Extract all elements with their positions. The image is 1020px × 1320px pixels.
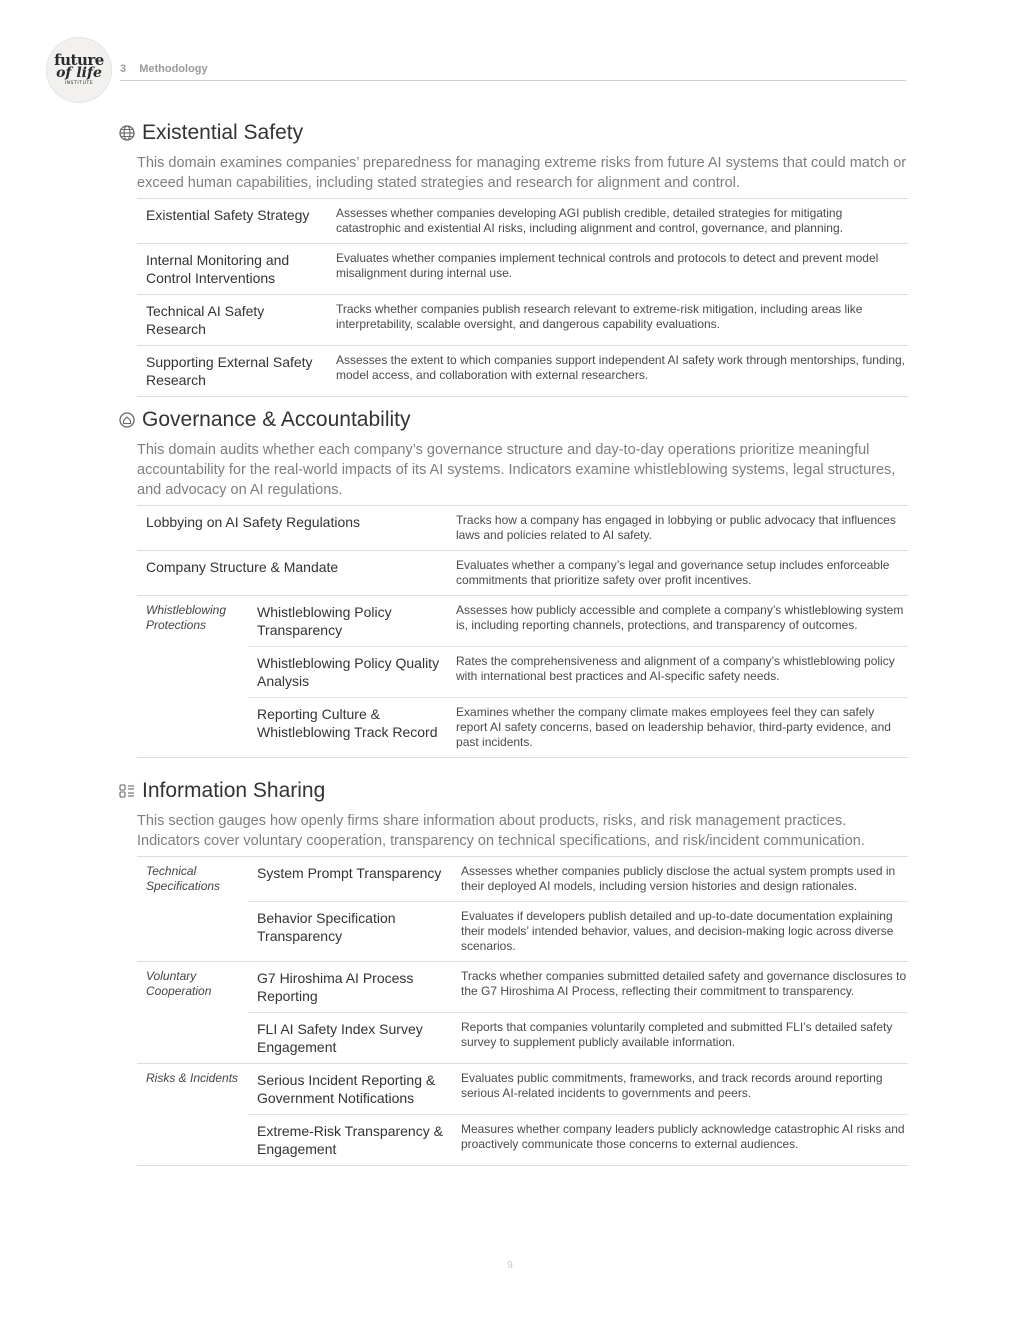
table-row: Extreme-Risk Transparency & Engagement M…	[137, 1114, 908, 1166]
indicator-description: Tracks whether companies submitted detai…	[461, 961, 908, 1013]
indicator-name: Behavior Specification Transparency	[248, 901, 461, 962]
section-description: This section gauges how openly firms sha…	[137, 813, 865, 849]
existential-safety-section: Existential Safety This domain examines …	[118, 119, 908, 397]
logo-line-2: of life	[56, 65, 102, 82]
indicator-description: Assesses how publicly accessible and com…	[456, 595, 909, 647]
indicator-name: Supporting External Safety Research	[137, 345, 336, 397]
indicator-name: Extreme-Risk Transparency & Engagement	[248, 1114, 461, 1166]
indicator-description: Tracks how a company has engaged in lobb…	[456, 505, 909, 551]
table-row: Lobbying on AI Safety Regulations Tracks…	[137, 505, 909, 551]
page-number: 9	[507, 1260, 513, 1271]
indicator-description: Tracks whether companies publish researc…	[336, 294, 908, 346]
table-row: Reporting Culture & Whistleblowing Track…	[137, 697, 909, 758]
indicator-description: Evaluates whether a company’s legal and …	[456, 550, 909, 596]
document-list-icon	[118, 782, 136, 800]
indicator-table: Lobbying on AI Safety Regulations Tracks…	[137, 505, 909, 758]
indicator-description: Examines whether the company climate mak…	[456, 697, 909, 758]
indicator-description: Assesses whether companies publicly disc…	[461, 856, 908, 902]
section-heading: Governance & Accountability	[118, 406, 908, 434]
information-sharing-section: Information Sharing This section gauges …	[118, 777, 908, 1166]
table-row: Company Structure & Mandate Evaluates wh…	[137, 550, 909, 596]
indicator-table: Technical Specifications System Prompt T…	[137, 856, 908, 1166]
logo-line-1: future	[54, 50, 104, 69]
table-row: Voluntary Cooperation G7 Hiroshima AI Pr…	[137, 961, 908, 1064]
indicator-description: Assesses the extent to which companies s…	[336, 345, 908, 397]
running-header: 3 Methodology	[120, 63, 906, 81]
section-title: Existential Safety	[142, 121, 304, 144]
indicator-description: Evaluates public commitments, frameworks…	[461, 1063, 908, 1115]
section-heading: Information Sharing	[118, 777, 908, 805]
table-row: Whistleblowing Policy Quality Analysis R…	[137, 646, 909, 698]
indicator-description: Evaluates whether companies implement te…	[336, 243, 908, 295]
table-row: Supporting External Safety Research Asse…	[137, 345, 908, 397]
section-title: Governance & Accountability	[142, 408, 411, 431]
indicator-description: Assesses whether companies developing AG…	[336, 198, 908, 244]
fli-logo: future of life INSTITUTE	[47, 38, 111, 102]
logo-line-3: INSTITUTE	[64, 81, 94, 87]
globe-icon	[118, 124, 136, 142]
indicator-name: Company Structure & Mandate	[137, 550, 457, 596]
indicator-name: Technical AI Safety Research	[137, 294, 336, 346]
indicator-name: Lobbying on AI Safety Regulations	[137, 505, 457, 551]
section-heading: Existential Safety	[118, 119, 908, 147]
indicator-group-label: Whistleblowing Protections	[137, 595, 248, 758]
table-row: Internal Monitoring and Control Interven…	[137, 243, 908, 295]
indicator-name: G7 Hiroshima AI Process Reporting	[248, 961, 461, 1013]
indicator-name: Whistleblowing Policy Transparency	[248, 595, 457, 647]
table-row: FLI AI Safety Index Survey Engagement Re…	[137, 1012, 908, 1064]
indicator-group-label: Risks & Incidents	[137, 1063, 248, 1166]
section-description: This domain examines companies’ prepared…	[137, 155, 907, 191]
indicator-description: Reports that companies voluntarily compl…	[461, 1012, 908, 1064]
section-name: Methodology	[139, 63, 208, 75]
home-shield-icon	[118, 411, 136, 429]
indicator-group-label: Technical Specifications	[137, 856, 248, 962]
indicator-name: Whistleblowing Policy Quality Analysis	[248, 646, 457, 698]
table-row: Existential Safety Strategy Assesses whe…	[137, 198, 908, 244]
indicator-name: System Prompt Transparency	[248, 856, 461, 902]
indicator-description: Evaluates if developers publish detailed…	[461, 901, 908, 962]
indicator-name: Internal Monitoring and Control Interven…	[137, 243, 336, 295]
governance-section: Governance & Accountability This domain …	[118, 406, 909, 758]
table-row: Risks & Incidents Serious Incident Repor…	[137, 1063, 908, 1166]
indicator-name: Reporting Culture & Whistleblowing Track…	[248, 697, 457, 758]
indicator-group-label: Voluntary Cooperation	[137, 961, 248, 1064]
indicator-description: Measures whether company leaders publicl…	[461, 1114, 908, 1166]
indicator-name: FLI AI Safety Index Survey Engagement	[248, 1012, 461, 1064]
table-row: Whistleblowing Protections Whistleblowin…	[137, 595, 909, 758]
indicator-name: Serious Incident Reporting & Government …	[248, 1063, 461, 1115]
section-description: This domain audits whether each company’…	[137, 442, 896, 498]
table-row: Technical AI Safety Research Tracks whet…	[137, 294, 908, 346]
indicator-description: Rates the comprehensiveness and alignmen…	[456, 646, 909, 698]
section-number: 3	[120, 63, 127, 75]
table-row: Technical Specifications System Prompt T…	[137, 856, 908, 962]
table-row: Behavior Specification Transparency Eval…	[137, 901, 908, 962]
section-title: Information Sharing	[142, 779, 326, 802]
indicator-name: Existential Safety Strategy	[137, 198, 336, 244]
indicator-table: Existential Safety Strategy Assesses whe…	[137, 198, 908, 397]
